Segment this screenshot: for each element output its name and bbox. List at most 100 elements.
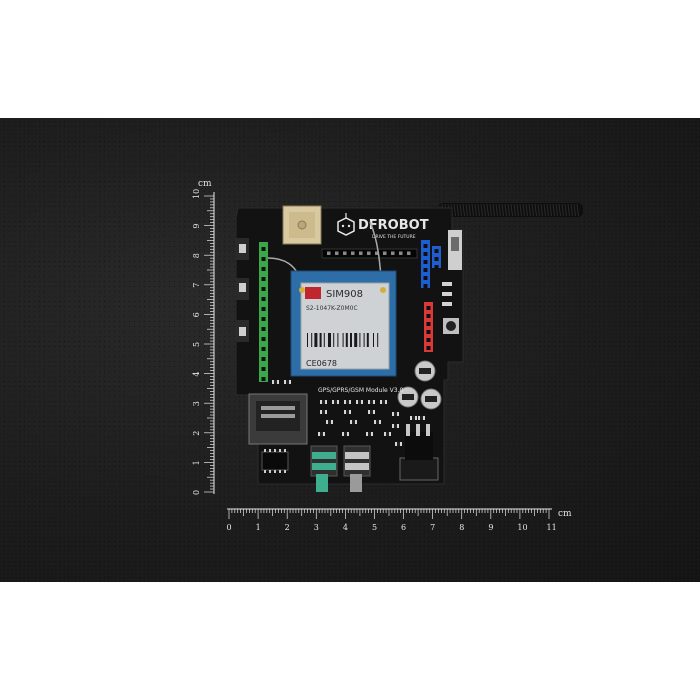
barcode-bar — [337, 333, 339, 347]
chip-model: SIM908 — [326, 289, 363, 300]
vertical-ruler-ticks — [204, 195, 214, 493]
smd-part-body — [376, 420, 379, 424]
ruler-label: 0 — [227, 523, 232, 532]
gps-patch-antenna — [282, 205, 322, 245]
smd-part-body — [344, 432, 347, 436]
barcode-bar — [366, 333, 369, 347]
coil-ridge — [459, 203, 462, 217]
header-pin — [261, 267, 266, 271]
barcode-bar — [323, 333, 325, 347]
ruler-label: 1 — [256, 523, 261, 532]
barcode-bar — [328, 333, 331, 347]
coil-ridge — [540, 203, 543, 217]
brand-name: DFROBOT — [358, 218, 429, 233]
smd-part-body — [386, 432, 389, 436]
smd-part-body — [420, 416, 423, 420]
coil-ridge — [570, 203, 573, 217]
coil-ridge — [519, 203, 522, 217]
header-pin — [423, 260, 428, 264]
ic-pin — [284, 470, 286, 473]
ruler-label: 8 — [459, 523, 464, 532]
header-pin — [383, 251, 387, 255]
sim-card-holder — [248, 393, 308, 445]
header-pin — [423, 244, 428, 248]
ruler-label: 4 — [343, 523, 348, 532]
barcode-bar — [314, 333, 318, 347]
header-pin — [261, 247, 266, 251]
ic-pin — [269, 449, 271, 452]
header-pin — [375, 251, 379, 255]
ic-pin — [269, 470, 271, 473]
coil-antenna — [432, 203, 583, 220]
brand-tagline: DRIVE THE FUTURE — [372, 234, 416, 240]
ic-pin — [264, 449, 266, 452]
coil-ridge — [468, 203, 471, 217]
coil-ridge — [516, 203, 519, 217]
header-pin — [423, 252, 428, 256]
barcode-bar — [319, 333, 322, 347]
ic-pin — [274, 470, 276, 473]
ruler-label: 10 — [517, 523, 527, 532]
header-pin — [335, 251, 339, 255]
coil-ridge — [543, 203, 546, 217]
coil-ridge — [501, 203, 504, 217]
coil-ridge — [522, 203, 525, 217]
horizontal-ruler-ticks — [228, 509, 550, 519]
coil-ridge — [528, 203, 531, 217]
smd-part-body — [412, 416, 415, 420]
coil-ridge — [546, 203, 549, 217]
barcode-bar — [354, 333, 358, 347]
ruler-label: 1 — [192, 460, 201, 465]
header-pin — [399, 251, 403, 255]
right-pin-headers — [421, 240, 441, 352]
barcode-bar — [345, 333, 348, 347]
ic-pin — [264, 470, 266, 473]
coil-ridge — [489, 203, 492, 217]
ic-pin — [274, 449, 276, 452]
dfrobot-logo — [337, 213, 355, 236]
coil-ridge — [510, 203, 513, 217]
ruler-label: 9 — [192, 224, 201, 229]
header-pin — [261, 357, 266, 361]
smd-part-body — [322, 400, 325, 404]
smd-part-body — [334, 400, 337, 404]
chip-part-number: S2-1047K-Z0M0C — [306, 305, 358, 312]
barcode-bar — [363, 333, 365, 347]
header-pin — [261, 287, 266, 291]
ruler-label: 8 — [192, 253, 201, 258]
coil-ridge — [498, 203, 501, 217]
barcode-bar — [373, 333, 374, 347]
coil-ridge — [525, 203, 528, 217]
header-pin — [261, 257, 266, 261]
coil-ridge — [507, 203, 510, 217]
voltage-regulator — [399, 424, 439, 481]
pcb-board: DFROBOT DRIVE THE FUTURE — [235, 205, 464, 492]
coil-ridge — [552, 203, 555, 217]
ruler-label: 3 — [192, 401, 201, 406]
header-pin — [423, 284, 428, 288]
smd-components — [272, 380, 425, 446]
header-pin — [426, 322, 431, 326]
ruler-label: 5 — [372, 523, 377, 532]
smd-part-body — [370, 400, 373, 404]
header-pin — [426, 306, 431, 310]
audio-jacks — [310, 445, 371, 492]
header-pin — [327, 251, 331, 255]
header-pin — [434, 265, 439, 269]
barcode-bar — [307, 333, 308, 347]
smd-part-body — [394, 412, 397, 416]
header-pin — [426, 338, 431, 342]
header-pin — [423, 268, 428, 272]
header-pin — [261, 377, 266, 381]
coil-ridge — [456, 203, 459, 217]
header-pin — [261, 347, 266, 351]
smd-part-body — [320, 432, 323, 436]
reset-button — [443, 318, 459, 334]
green-pin-header — [259, 242, 268, 382]
coil-ridge — [483, 203, 486, 217]
header-pin — [367, 251, 371, 255]
coil-ridge — [531, 203, 534, 217]
smd-part-body — [346, 400, 349, 404]
